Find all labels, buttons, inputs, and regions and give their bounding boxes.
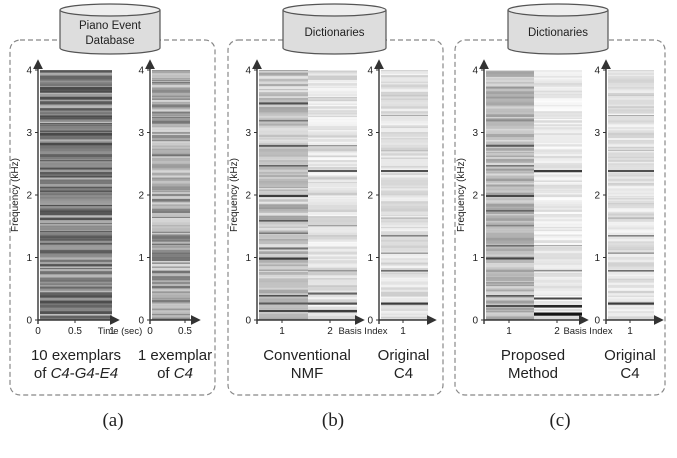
y-tick-label: 3: [472, 128, 478, 139]
x-tick-label: 1: [279, 326, 285, 337]
database-label: Dictionaries: [304, 27, 364, 39]
y-tick-label: 3: [138, 128, 144, 139]
y-tick-label: 2: [26, 191, 32, 202]
x-tick-label: 0: [147, 326, 153, 337]
x-tick-label: 1: [109, 326, 115, 337]
y-tick-label: 2: [367, 191, 373, 202]
database-label: Database: [85, 35, 134, 47]
y-tick-label: 2: [594, 191, 600, 202]
y-tick-label: 1: [138, 253, 144, 264]
y-tick-label: 2: [138, 191, 144, 202]
x-tick-label: 0.5: [68, 326, 82, 337]
y-tick-label: 1: [594, 253, 600, 264]
database-cylinder-icon: Dictionaries: [282, 3, 387, 55]
y-tick-label: 3: [367, 128, 373, 139]
y-tick-label: 0: [26, 316, 32, 327]
subfigure-label-b: (b): [321, 410, 345, 431]
y-tick-label: 1: [245, 253, 251, 264]
y-tick-label: 1: [367, 253, 373, 264]
original-c4-image: [381, 70, 428, 320]
y-tick-label: 2: [472, 191, 478, 202]
panel-frame-c: [454, 39, 666, 396]
y-tick-label: 4: [472, 66, 478, 77]
subfigure-label-a: (a): [102, 410, 124, 431]
x-tick-label: 2: [554, 326, 560, 337]
y-tick-label: 0: [245, 316, 251, 327]
database-label: Dictionaries: [528, 27, 588, 39]
spectrogram-image: [152, 70, 190, 320]
y-tick-label: 1: [26, 253, 32, 264]
y-axis-label-c: Frequency (kHz): [456, 158, 467, 232]
y-tick-label: 4: [138, 66, 144, 77]
x-axis-label: Basis Index: [563, 326, 612, 337]
y-tick-label: 4: [594, 66, 600, 77]
y-tick-label: 0: [367, 316, 373, 327]
database-label: Piano Event: [79, 20, 142, 32]
y-axis-label-b: Frequency (kHz): [229, 158, 240, 232]
x-tick-label: 1: [627, 326, 633, 337]
x-axis-label: Basis Index: [338, 326, 387, 337]
dictionary-basis-1-image: [259, 70, 308, 320]
x-axis-label: Time (sec): [98, 326, 143, 337]
x-tick-label: 0: [35, 326, 41, 337]
database-cylinder-icon: Dictionaries: [507, 3, 609, 55]
y-tick-label: 2: [245, 191, 251, 202]
y-tick-label: 3: [594, 128, 600, 139]
y-tick-label: 4: [26, 66, 32, 77]
y-tick-label: 3: [245, 128, 251, 139]
dictionary-basis-2-image: [534, 70, 582, 320]
original-c4-image: [608, 70, 654, 320]
x-tick-label: 1: [400, 326, 406, 337]
y-tick-label: 3: [26, 128, 32, 139]
y-tick-label: 4: [367, 66, 373, 77]
x-tick-label: 0.5: [178, 326, 192, 337]
y-tick-label: 0: [594, 316, 600, 327]
x-tick-label: 1: [506, 326, 512, 337]
subfigure-label-c: (c): [549, 410, 571, 431]
y-tick-label: 1: [472, 253, 478, 264]
y-axis-label-a: Frequency (kHz): [10, 158, 21, 232]
y-tick-label: 4: [245, 66, 251, 77]
spectrogram-image: [40, 70, 112, 320]
y-tick-label: 0: [138, 316, 144, 327]
x-tick-label: 2: [327, 326, 333, 337]
dictionary-basis-1-image: [486, 70, 534, 320]
dictionary-basis-2-image: [308, 70, 357, 320]
y-tick-label: 0: [472, 316, 478, 327]
